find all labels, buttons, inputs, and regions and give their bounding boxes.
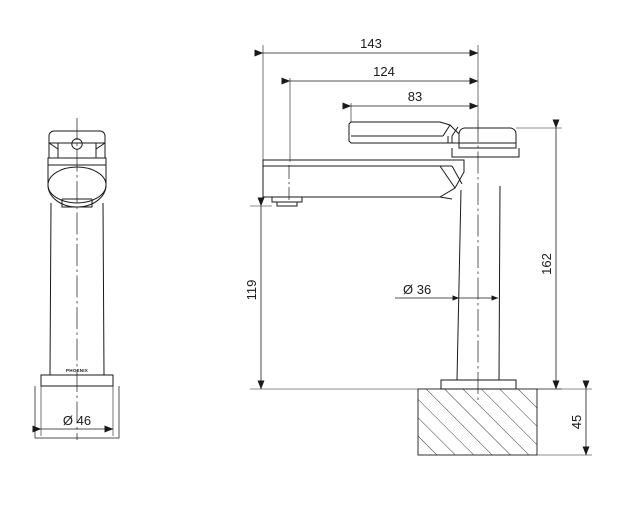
front-elevation-view: PHOENIX (34, 118, 120, 440)
dimension-handle-reach: 124 (281, 64, 479, 162)
handle-reach-label: 124 (373, 64, 395, 79)
handle-end-right-chamfer (95, 142, 106, 150)
handle-end-outline (48, 130, 106, 159)
base-diameter-label: Ø 46 (63, 413, 91, 428)
front-base-flange (40, 374, 114, 387)
spout-neck-edge (439, 196, 453, 200)
spout-neck-upper (439, 165, 456, 189)
spout-height-label: 119 (244, 280, 259, 301)
overall-height-label: 162 (539, 253, 554, 275)
dimension-handle-length: 83 (342, 89, 479, 122)
spout-neck-lower (451, 165, 463, 185)
body-dome-ellipse (47, 166, 107, 204)
bench-thickness-label: 45 (569, 415, 584, 429)
aerator-lower (276, 201, 298, 207)
dimension-overall-length: 143 (254, 36, 479, 178)
overall-length-label: 143 (360, 36, 382, 51)
handle-pivot-circle (71, 138, 83, 150)
dome-underflange (61, 199, 93, 208)
dimension-bench-thickness: 45 (537, 380, 592, 456)
body-diameter-label: Ø 36 (403, 282, 431, 297)
side-elevation-view (262, 120, 538, 456)
dimension-base-diameter: Ø 46 (32, 386, 114, 436)
handle-end-left-chamfer (48, 142, 59, 150)
dimension-body-diameter: Ø 36 (395, 282, 499, 301)
dimension-spout-height: 119 (244, 197, 418, 390)
brand-label: PHOENIX (66, 368, 89, 373)
handle-hub-right (451, 126, 459, 137)
handle-length-label: 83 (408, 89, 422, 104)
handle-hub-left (442, 124, 451, 137)
front-bench-outline (34, 386, 120, 439)
handle-cap-outline (458, 127, 517, 149)
bench-section-hatched (417, 388, 538, 456)
